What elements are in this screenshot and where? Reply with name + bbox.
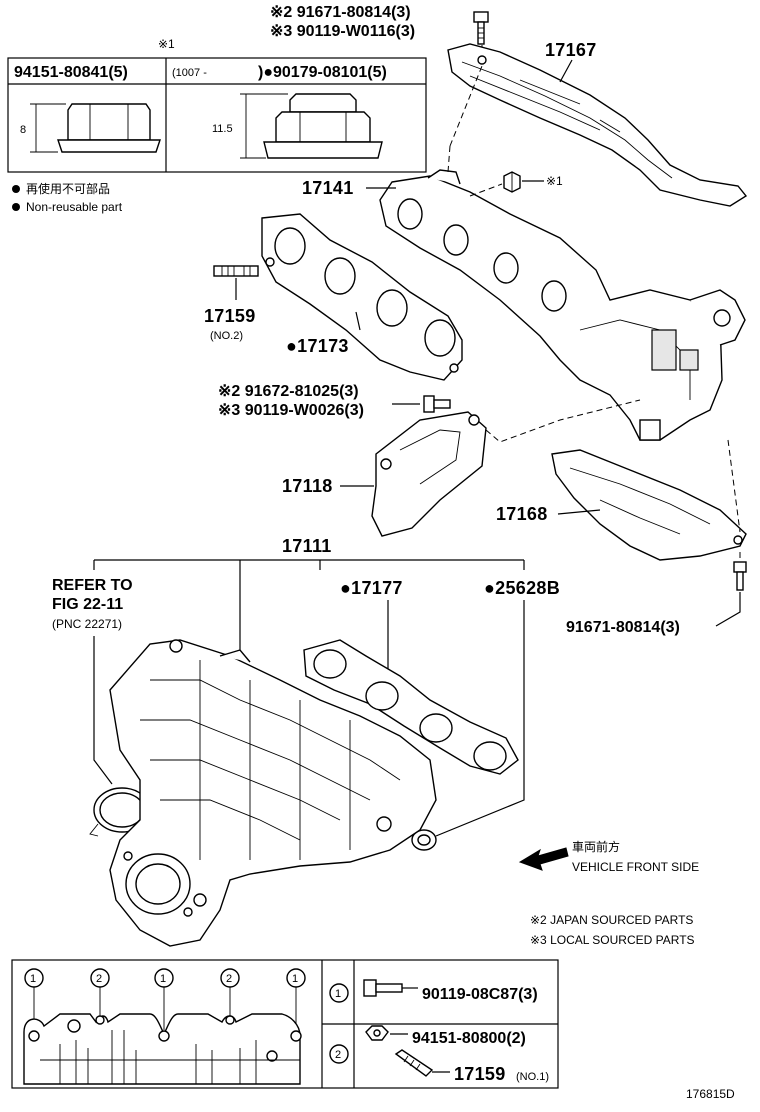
dimension-11-5: 11.5 (212, 123, 233, 135)
label-17173: ●17173 (286, 336, 349, 356)
leader (355, 311, 361, 331)
row2-part2-sub: (NO.1) (516, 1071, 549, 1083)
refer-line-1: REFER TO (52, 577, 133, 594)
front-label-jp: 車両前方 (572, 839, 620, 854)
bolt-icon (423, 395, 451, 413)
flange-nut-icon (57, 103, 161, 153)
nut-note: ※1 (546, 174, 563, 188)
nut-table: ※1 94151-80841(5) (1007 - )●90179-08101(… (7, 37, 427, 173)
leader (559, 59, 573, 83)
leader (469, 183, 503, 197)
bolt-pattern-box: 1 2 1 2 1 1 (11, 959, 559, 1089)
marker-label: 1 (160, 973, 166, 985)
bolt-icon (733, 561, 747, 591)
label-25628B: ●25628B (484, 578, 560, 598)
row1-marker: 1 (335, 988, 341, 1000)
flange-nut-icon (263, 93, 383, 159)
manifold-bracket (371, 411, 487, 537)
figure-id: 176815D (686, 1087, 735, 1101)
bolt2-label-2: ※3 90119-W0026(3) (218, 402, 364, 419)
label-17177: ●17177 (340, 578, 403, 598)
nut-icon (365, 1025, 389, 1041)
throttle-gasket (89, 787, 151, 837)
stud-bolt-icon (394, 1049, 434, 1077)
bolt2-label-1: ※2 91672-81025(3) (218, 383, 359, 400)
row2-part2: 17159 (454, 1064, 506, 1084)
front-label-en: VEHICLE FRONT SIDE (572, 860, 699, 874)
top-bolt-label-2: ※3 90119-W0116(3) (270, 23, 415, 40)
small-gasket (411, 829, 437, 851)
refer-line-2: FIG 22-11 (52, 596, 123, 613)
heat-insulator-lower (551, 449, 747, 561)
marker-label: 1 (292, 973, 298, 985)
bullet-icon (12, 185, 20, 193)
dimension-8: 8 (20, 124, 26, 136)
exhaust-manifold (379, 169, 746, 441)
leader (557, 509, 601, 515)
row2-part1: 94151-80800(2) (412, 1030, 526, 1047)
label-17168: 17168 (496, 504, 548, 524)
row2-marker: 2 (335, 1049, 341, 1061)
intake-gasket (303, 639, 519, 775)
leader (485, 399, 641, 443)
leader (93, 636, 113, 785)
nonreusable-en: Non-reusable part (26, 200, 123, 214)
label-17111: 17111 (282, 536, 332, 556)
nut-table-note: ※1 (158, 37, 175, 51)
front-arrow-icon (518, 847, 569, 871)
refer-line-3: (PNC 22271) (52, 617, 122, 631)
row1-part: 90119-08C87(3) (422, 986, 538, 1003)
leader (449, 65, 483, 147)
nonreusable-jp: 再使用不可部品 (26, 181, 110, 196)
exhaust-gasket (261, 213, 463, 381)
label-17159-sub: (NO.2) (210, 330, 243, 342)
marker-circle (329, 1044, 349, 1064)
label-17159: 17159 (204, 306, 256, 326)
note-japan: ※2 JAPAN SOURCED PARTS (530, 913, 693, 927)
note-local: ※3 LOCAL SOURCED PARTS (530, 933, 695, 947)
nut-col2-date: (1007 - (172, 67, 207, 79)
marker-label: 2 (226, 973, 232, 985)
marker-circle (329, 983, 349, 1003)
nut-col1-header: 94151-80841(5) (14, 64, 128, 81)
label-17118: 17118 (282, 476, 333, 496)
label-17141: 17141 (302, 178, 354, 198)
stud-bolt-icon (213, 265, 259, 277)
leader (715, 592, 741, 627)
bolt-icon (363, 979, 403, 997)
nut-col2-header: )●90179-08101(5) (258, 64, 387, 81)
label-91671: 91671-80814(3) (566, 619, 680, 636)
intake-manifold (109, 639, 437, 947)
leader (435, 600, 525, 837)
top-bolt-icon (473, 11, 489, 45)
marker-label: 2 (96, 973, 102, 985)
marker-label: 1 (30, 973, 36, 985)
bullet-icon (12, 203, 20, 211)
heat-insulator-upper (447, 43, 748, 207)
top-bolt-label-1: ※2 91671-80814(3) (270, 4, 411, 21)
nut-icon (503, 171, 521, 193)
label-17167: 17167 (545, 40, 597, 60)
